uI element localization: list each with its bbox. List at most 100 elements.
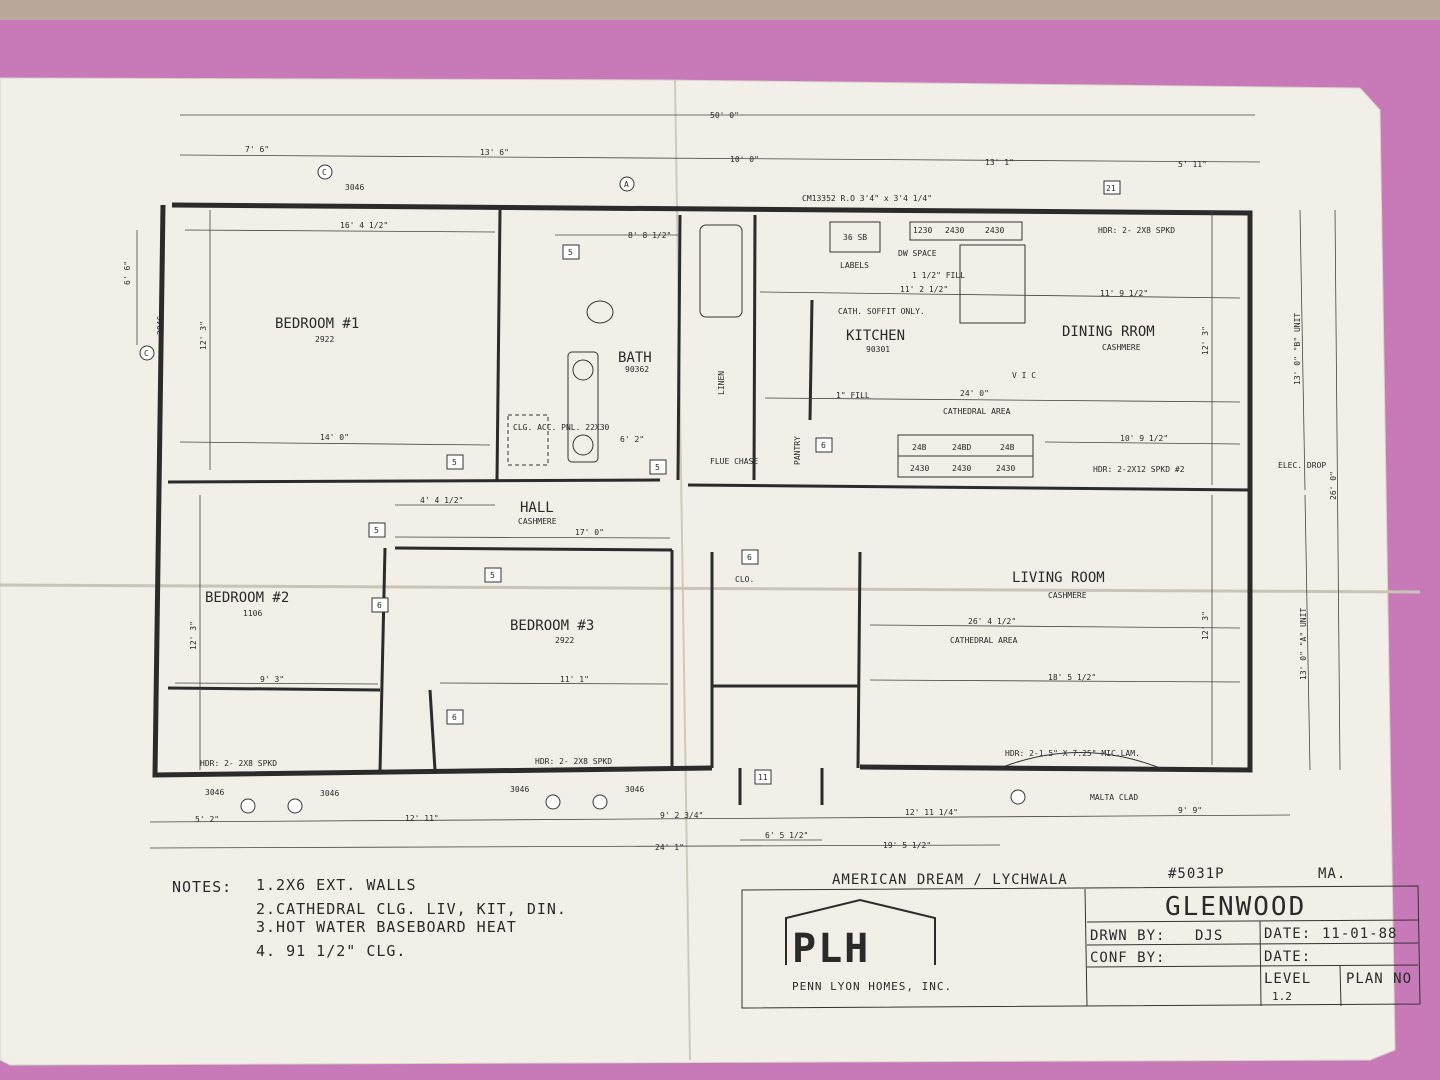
interior-walls [167,209,1251,773]
bedroom2-label: BEDROOM #2 [205,590,289,606]
center-fold [674,79,691,1061]
dim-top-din: 13' 1" [985,158,1014,167]
note-1: 1.2X6 EXT. WALLS [256,876,417,894]
svg-text:1230: 1230 [913,226,932,235]
svg-text:3046: 3046 [320,789,339,798]
svg-text:24' 1": 24' 1" [655,843,684,852]
svg-text:5: 5 [568,248,573,257]
svg-text:3046: 3046 [510,785,529,794]
svg-text:HDR: 2-2X12 SPKD #2: HDR: 2-2X12 SPKD #2 [1093,465,1185,474]
svg-text:26' 4 1/2": 26' 4 1/2" [968,617,1016,626]
svg-text:11: 11 [758,773,768,782]
svg-text:ELEC. DROP: ELEC. DROP [1278,461,1326,470]
bath: 8' 8 1/2" BATH 90362 CLG. ACC. PNL. 22X3… [507,224,743,466]
svg-text:90301: 90301 [866,345,890,354]
svg-text:13' 0" "A" UNIT: 13' 0" "A" UNIT [1299,608,1308,680]
note-3: 3.HOT WATER BASEBOARD HEAT [256,918,517,936]
svg-text:90362: 90362 [625,365,649,374]
svg-text:6: 6 [821,441,826,450]
svg-text:CATHEDRAL AREA: CATHEDRAL AREA [943,407,1011,416]
svg-text:12' 3": 12' 3" [1201,611,1210,640]
bedroom-1: 16' 4 1/2" BEDROOM #1 2922 14' 0" 5 5 [179,221,580,470]
bedrooms-2-3: BEDROOM #2 1106 BEDROOM #3 2922 9' 3" 11… [174,549,772,785]
svg-text:4' 4 1/2": 4' 4 1/2" [420,496,463,505]
svg-text:3046: 3046 [156,316,165,335]
living-room: LIVING ROOM CASHMERE 26' 4 1/2" CATHEDRA… [869,495,1241,771]
svg-text:6: 6 [377,601,382,610]
company-name: PENN LYON HOMES, INC. [792,980,952,993]
svg-text:FLUE CHASE: FLUE CHASE [710,457,758,466]
svg-text:5: 5 [490,571,495,580]
svg-text:12' 11": 12' 11" [405,814,439,823]
svg-text:3046: 3046 [625,785,644,794]
svg-text:24B: 24B [1000,443,1015,452]
svg-text:DRWN BY:: DRWN BY: [1090,928,1165,944]
note-2: 2.CATHEDRAL CLG. LIV, KIT, DIN. [256,900,567,918]
svg-text:12' 3": 12' 3" [199,321,208,350]
svg-text:24BD: 24BD [952,443,971,452]
svg-text:CONF BY:: CONF BY: [1090,950,1165,966]
dim-top-right: 5' 11" [1178,160,1207,169]
svg-text:12' 11 1/4": 12' 11 1/4" [905,808,958,817]
svg-text:12' 3": 12' 3" [1201,326,1210,355]
kitchen-label: KITCHEN [846,328,905,344]
svg-text:C: C [322,168,327,177]
svg-text:9' 9": 9' 9" [1178,806,1202,815]
floor-plan-sheet: 50' 0" 7' 6" 13' 6" 10' 0" 13' 1" 5' 11"… [0,77,1421,1066]
svg-text:11' 9 1/2": 11' 9 1/2" [1100,289,1148,298]
svg-text:6: 6 [452,713,457,722]
svg-text:16' 4 1/2": 16' 4 1/2" [340,221,388,230]
svg-text:8' 8 1/2": 8' 8 1/2" [628,231,671,240]
dim-top-left: 7' 6" [245,145,269,154]
svg-text:9' 3": 9' 3" [260,675,284,684]
svg-text:2430: 2430 [952,464,971,473]
left-dimensions: 6' 6" C 3046 12' 3" 12' 3" [123,210,211,770]
svg-text:6' 6": 6' 6" [123,261,132,285]
svg-text:HDR: 2-1.5" X 7.25" MIC.LAM.: HDR: 2-1.5" X 7.25" MIC.LAM. [1005,749,1140,758]
svg-text:CASHMERE: CASHMERE [1102,343,1141,352]
svg-text:5' 2": 5' 2" [195,815,219,824]
bedroom3-label: BEDROOM #3 [510,618,594,634]
svg-text:3046: 3046 [205,788,224,797]
bottom-dimensions: 3046 3046 3046 3046 MALTA CLAD 5' 2" 12'… [149,785,1291,852]
svg-text:1" FILL: 1" FILL [836,391,870,400]
svg-text:MALTA CLAD: MALTA CLAD [1090,793,1138,802]
svg-text:6: 6 [747,553,752,562]
dim-top-kit: 10' 0" [730,155,759,164]
svg-text:26' 0": 26' 0" [1329,471,1338,500]
svg-text:5: 5 [452,458,457,467]
window-ref: CM13352 R.O 3'4" x 3'4 1/4" [802,194,932,203]
svg-text:2430: 2430 [996,464,1015,473]
svg-text:1.2: 1.2 [1272,990,1292,1003]
svg-text:LABELS: LABELS [840,261,869,270]
svg-text:11' 1": 11' 1" [560,675,589,684]
bedroom1-label: BEDROOM #1 [275,316,359,332]
svg-text:10' 9 1/2": 10' 9 1/2" [1120,434,1168,443]
note-4: 4. 91 1/2" CLG. [256,942,406,960]
svg-text:14' 0": 14' 0" [320,433,349,442]
svg-text:CASHMERE: CASHMERE [518,517,557,526]
svg-text:5: 5 [374,526,379,535]
svg-text:DJS: DJS [1195,928,1223,944]
svg-text:17' 0": 17' 0" [575,528,604,537]
svg-text:18' 5 1/2": 18' 5 1/2" [1048,673,1096,682]
svg-text:A: A [624,180,629,189]
svg-text:LEVEL: LEVEL [1264,971,1311,987]
sink-label: 36 SB [843,233,867,242]
kitchen: 36 SB 1230 2430 2430 DW SPACE LABELS 1 1… [759,221,1241,478]
svg-text:6' 5 1/2": 6' 5 1/2" [765,831,808,840]
svg-text:2430: 2430 [945,226,964,235]
svg-text:1106: 1106 [243,609,262,618]
svg-text:13' 0" "B" UNIT: 13' 0" "B" UNIT [1293,313,1302,385]
top-dimensions: 50' 0" 7' 6" 13' 6" 10' 0" 13' 1" 5' 11"… [179,111,1261,203]
window-label: 3046 [345,183,364,192]
svg-text:5: 5 [655,463,660,472]
svg-text:CLO.: CLO. [735,575,754,584]
svg-text:2922: 2922 [555,636,574,645]
company-logo [785,898,936,965]
living-label: LIVING ROOM [1012,570,1105,586]
bath-label: BATH [618,350,652,366]
svg-text:CASHMERE: CASHMERE [1048,591,1087,600]
dim-top-mid: 13' 6" [480,148,509,157]
svg-text:DATE:: DATE: [1264,926,1311,942]
